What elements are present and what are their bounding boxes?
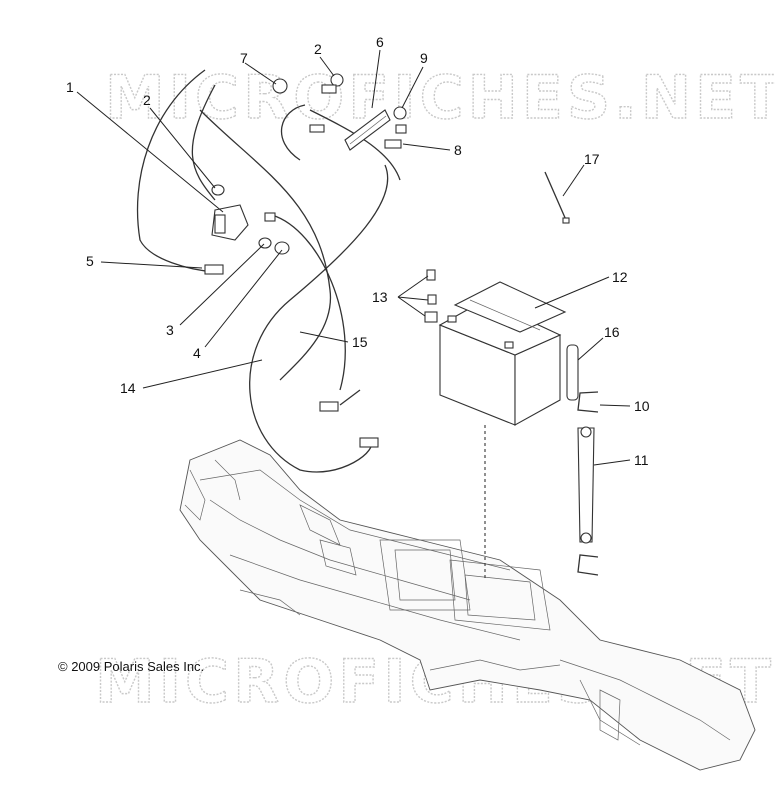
callout-6: 6 bbox=[376, 34, 384, 50]
fuse-block bbox=[344, 109, 391, 151]
callout-labels: 1 2 2 3 4 5 6 7 8 9 10 11 12 13 14 15 16… bbox=[66, 34, 650, 468]
battery-hold-down-rod bbox=[577, 426, 595, 544]
callout-4: 4 bbox=[193, 345, 201, 361]
battery bbox=[438, 281, 567, 426]
callout-15: 15 bbox=[352, 334, 368, 350]
callout-12: 12 bbox=[612, 269, 628, 285]
copyright-notice: © 2009 Polaris Sales Inc. bbox=[58, 659, 205, 674]
chassis-frame bbox=[179, 439, 756, 771]
cable-tie bbox=[544, 171, 570, 224]
callout-14: 14 bbox=[120, 380, 136, 396]
callout-2a: 2 bbox=[143, 92, 151, 108]
callout-11: 11 bbox=[634, 452, 649, 468]
callout-7: 7 bbox=[240, 50, 248, 66]
battery-hardware bbox=[424, 269, 438, 323]
callout-3: 3 bbox=[166, 322, 174, 338]
callout-9: 9 bbox=[420, 50, 428, 66]
leaders bbox=[76, 49, 631, 580]
callout-13: 13 bbox=[372, 289, 388, 305]
battery-pad bbox=[566, 344, 579, 401]
hook-clips bbox=[577, 391, 599, 576]
callout-2b: 2 bbox=[314, 41, 322, 57]
cables bbox=[136, 69, 401, 473]
callout-17: 17 bbox=[584, 151, 600, 167]
terminal-hardware bbox=[204, 73, 407, 448]
watermark-top: MICROFICHES.NET bbox=[105, 63, 775, 133]
callout-8: 8 bbox=[454, 142, 462, 158]
solenoid bbox=[211, 204, 249, 241]
callout-1: 1 bbox=[66, 79, 74, 95]
callout-16: 16 bbox=[604, 324, 620, 340]
callout-5: 5 bbox=[86, 253, 94, 269]
callout-10: 10 bbox=[634, 398, 650, 414]
